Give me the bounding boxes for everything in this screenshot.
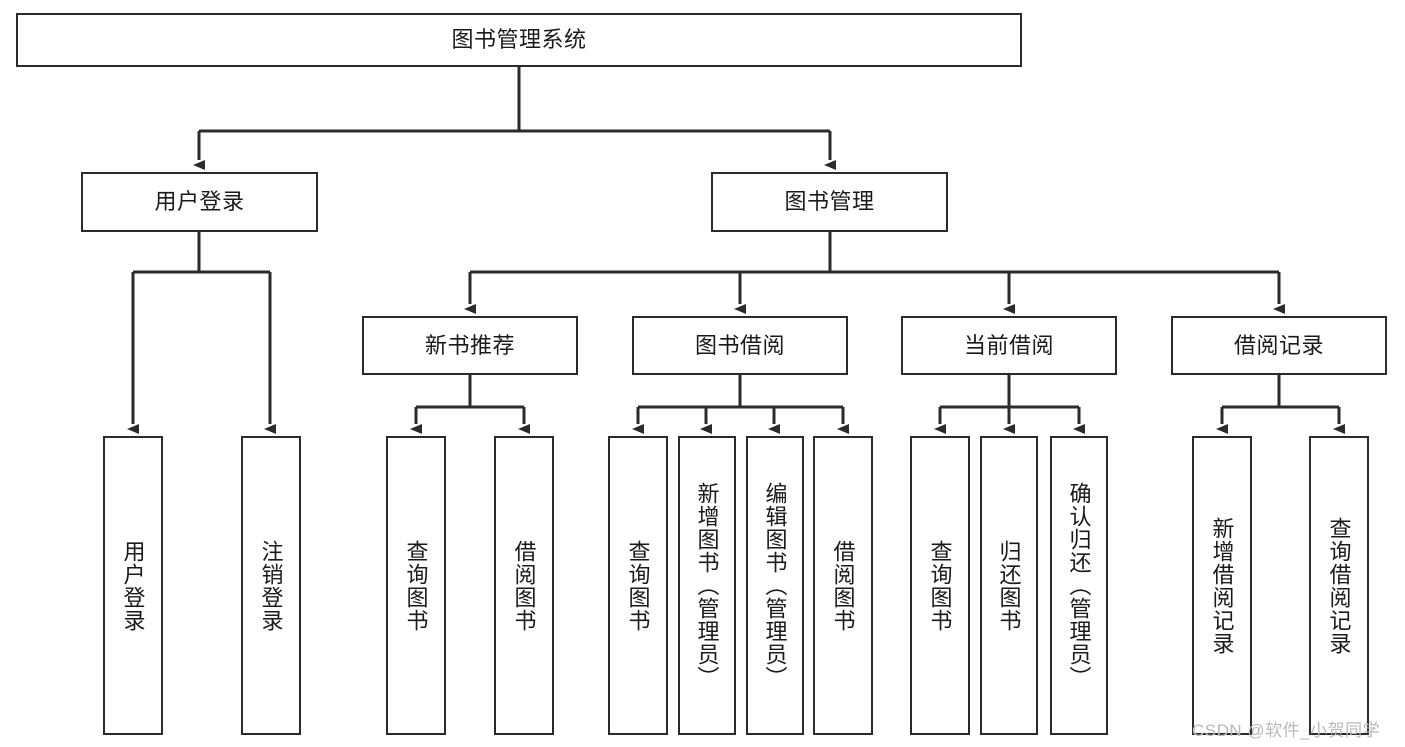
leaf-book-borrow-add[interactable]: 新增图书（管理员） — [678, 436, 736, 735]
node-label: 借阅图书 — [511, 539, 537, 632]
node-label: 用户登录 — [120, 539, 146, 632]
node-label: 注销登录 — [258, 539, 284, 632]
leaf-current-borrow-confirm-return[interactable]: 确认归还（管理员） — [1050, 436, 1108, 735]
leaf-borrow-record-add[interactable]: 新增借阅记录 — [1192, 436, 1252, 735]
node-label: 用户登录 — [154, 189, 245, 214]
node-new-book-recommend[interactable]: 新书推荐 — [362, 316, 578, 375]
node-label: 确认归还（管理员） — [1066, 482, 1092, 689]
watermark-text: CSDN @软件_小贺同学 — [1192, 721, 1381, 740]
node-label: 借阅图书 — [830, 539, 856, 632]
node-label: 新书推荐 — [424, 332, 515, 358]
leaf-borrow-record-query[interactable]: 查询借阅记录 — [1309, 436, 1369, 735]
leaf-user-login-login[interactable]: 用户登录 — [103, 436, 163, 735]
node-root-system[interactable]: 图书管理系统 — [16, 13, 1022, 67]
node-label: 图书管理系统 — [451, 27, 587, 52]
node-book-borrow[interactable]: 图书借阅 — [632, 316, 848, 375]
node-user-login[interactable]: 用户登录 — [81, 172, 318, 232]
node-label: 新增图书（管理员） — [694, 482, 720, 689]
node-label: 查询图书 — [927, 539, 953, 632]
node-label: 编辑图书（管理员） — [762, 482, 788, 689]
node-label: 借阅记录 — [1233, 332, 1324, 358]
node-current-borrow[interactable]: 当前借阅 — [901, 316, 1117, 375]
node-label: 图书管理 — [784, 189, 875, 214]
node-label: 查询借阅记录 — [1326, 516, 1352, 655]
leaf-current-borrow-query[interactable]: 查询图书 — [910, 436, 970, 735]
node-label: 当前借阅 — [963, 332, 1054, 358]
leaf-new-book-query[interactable]: 查询图书 — [386, 436, 446, 735]
node-label: 图书借阅 — [694, 332, 785, 358]
node-label: 查询图书 — [625, 539, 651, 632]
leaf-book-borrow-borrow[interactable]: 借阅图书 — [813, 436, 873, 735]
leaf-book-borrow-query[interactable]: 查询图书 — [608, 436, 668, 735]
leaf-new-book-borrow[interactable]: 借阅图书 — [494, 436, 554, 735]
node-label: 归还图书 — [996, 539, 1022, 632]
node-label: 查询图书 — [403, 539, 429, 632]
node-borrow-record[interactable]: 借阅记录 — [1171, 316, 1387, 375]
leaf-user-login-logout[interactable]: 注销登录 — [241, 436, 301, 735]
leaf-book-borrow-edit[interactable]: 编辑图书（管理员） — [746, 436, 804, 735]
leaf-current-borrow-return[interactable]: 归还图书 — [980, 436, 1038, 735]
node-label: 新增借阅记录 — [1209, 516, 1235, 655]
node-book-management[interactable]: 图书管理 — [711, 172, 948, 232]
